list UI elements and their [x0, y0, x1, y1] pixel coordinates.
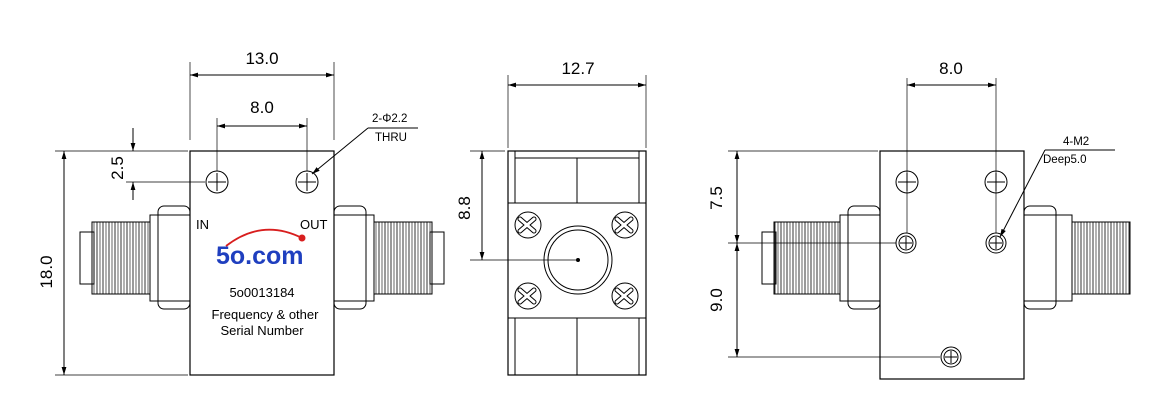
side-view: 12.7 8.8: [455, 59, 647, 376]
out-label: OUT: [300, 217, 328, 232]
right-connector: [333, 205, 445, 310]
front-hole-note: 2-Φ2.2: [372, 113, 407, 125]
bottom-upper-dim: 7.5: [707, 186, 726, 210]
bottom-right-connector: [1023, 205, 1131, 310]
front-hole-offset-dim: 2.5: [108, 156, 127, 180]
bottom-hole-note-deep: Deep5.0: [1043, 154, 1086, 166]
side-width-dim: 12.7: [561, 59, 594, 78]
side-screw-br: [611, 282, 639, 310]
in-label: IN: [196, 217, 209, 232]
info-line-1: Frequency & other: [212, 307, 320, 322]
side-screw-bl: [514, 282, 542, 310]
side-height-dim: 8.8: [455, 196, 474, 220]
front-height-dim: 18.0: [37, 255, 56, 288]
logo-text: 5o.com: [216, 242, 304, 270]
bottom-view: 8.0 7.5 9.0 4-M2 Deep5.0: [707, 59, 1131, 380]
bottom-lower-dim: 9.0: [707, 288, 726, 312]
front-body: [189, 150, 335, 376]
side-screw-tl: [514, 211, 542, 239]
front-hole-note-thru: THRU: [375, 132, 407, 144]
left-connector: [79, 205, 191, 310]
info-line-2: Serial Number: [220, 323, 304, 338]
front-width-dim: 13.0: [245, 49, 278, 68]
bottom-tap-left: [895, 232, 917, 254]
part-number: 5o0013184: [229, 285, 294, 300]
side-screw-tr: [611, 211, 639, 239]
bottom-body: [879, 150, 1025, 380]
bottom-hole-note: 4-M2: [1063, 136, 1089, 148]
brand-logo: 5o.com: [216, 228, 306, 270]
front-hole-right: [295, 170, 319, 194]
bottom-tap-lower: [940, 346, 962, 368]
bottom-hole-spacing-dim: 8.0: [939, 59, 963, 78]
bottom-left-connector: [761, 205, 881, 310]
bottom-tap-right: [985, 232, 1007, 254]
front-hole-left: [205, 170, 229, 194]
front-view: 13.0 8.0 18.0 2.5 2-Φ2.2 THRU IN OUT 5o.…: [37, 49, 445, 376]
front-hole-spacing-dim: 8.0: [250, 98, 274, 117]
